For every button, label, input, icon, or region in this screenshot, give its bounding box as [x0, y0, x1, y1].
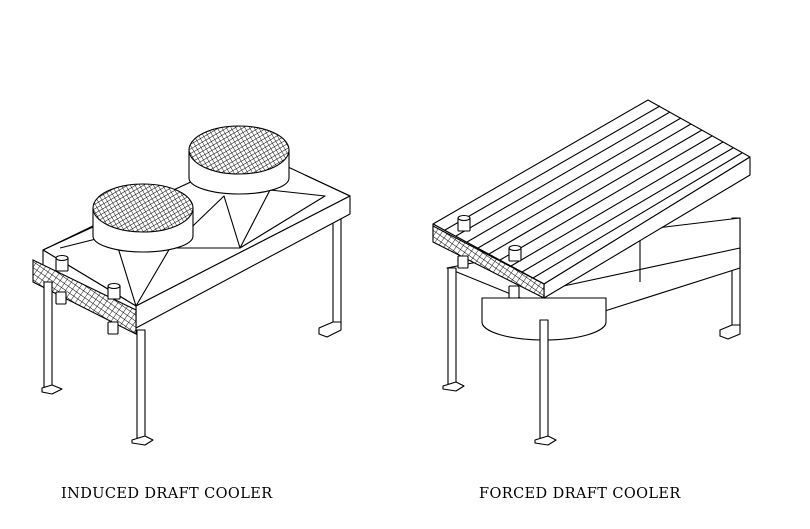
- induced-fan-rear: [188, 125, 290, 195]
- induced-nozzles: [55, 254, 121, 335]
- induced-fan-front: [92, 183, 194, 253]
- forced-draft-cooler-caption: FORCED DRAFT COOLER: [479, 486, 681, 502]
- induced-draft-cooler: [32, 125, 351, 446]
- forced-nozzles: [457, 214, 522, 299]
- forced-draft-cooler: [432, 99, 751, 446]
- forced-front-legs: [442, 267, 557, 446]
- induced-coil-face: [32, 259, 137, 335]
- induced-back-legs: [318, 214, 342, 338]
- forced-coil-face: [432, 225, 545, 299]
- induced-front-legs: [41, 281, 154, 446]
- induced-draft-cooler-caption: INDUCED DRAFT COOLER: [61, 486, 273, 502]
